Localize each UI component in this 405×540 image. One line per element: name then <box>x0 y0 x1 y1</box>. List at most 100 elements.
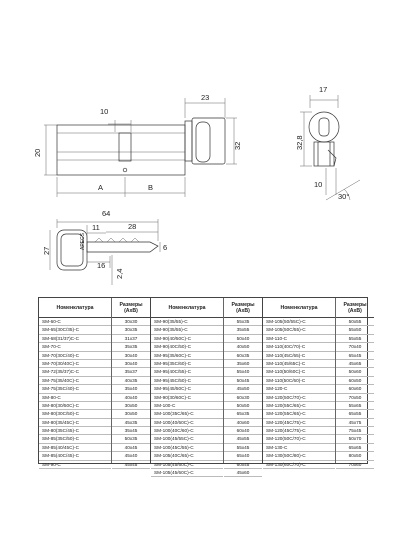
table-cell-name: SM-70(30C/40)-C <box>39 352 111 360</box>
dim-b: B <box>148 183 153 192</box>
table-cell-size: 80x50 <box>336 452 374 461</box>
dim-23: 23 <box>201 93 209 102</box>
table-cell-size: 55x65 <box>336 402 374 411</box>
table-cell-size: 60x45 <box>224 461 262 470</box>
table-cell-name: SM-95(45/50C)-C <box>151 385 223 394</box>
table-cell-size: 30x30 <box>112 318 150 327</box>
table-cell-name: SM-68(31/37)C-C <box>39 335 111 344</box>
dim-17: 17 <box>319 85 327 94</box>
table-cell-size: 35x35 <box>112 343 150 352</box>
table-cell-name: SM-100-C <box>151 402 223 411</box>
table-cell-size: 50x60 <box>336 368 374 377</box>
table-cell-name: SM-100(35C/65)-C <box>151 410 223 419</box>
table-cell-size: 50x70 <box>336 435 374 444</box>
table-cell-size: 70x40 <box>336 343 374 352</box>
size-column-header: Размеры (AxB) <box>336 298 374 318</box>
table-cell-name: SM-105(45/60C)-C <box>151 461 223 470</box>
table-cell-name: SM-120-C <box>263 385 335 394</box>
table-cell-name: SM-130(60C/70)-C <box>263 461 335 470</box>
table-cell-size: 30x35 <box>112 326 150 335</box>
table-cell-size: 60x60 <box>336 385 374 394</box>
table-cell-name: SM-70(30/40C)-C <box>39 360 111 369</box>
table-cell-name: SM-120(45C/75)-C <box>263 427 335 436</box>
table-cell-name: SM-90(40C/50)-C <box>151 343 223 352</box>
table-cell-size: 30x40 <box>112 352 150 360</box>
key-drawing: APECS 64 11 28 27 6 16 2,4 <box>42 209 167 285</box>
table-cell-name: SM-80-C <box>39 394 111 402</box>
table-cell-size: 45x40 <box>112 452 150 461</box>
table-cell-size: 50x55 <box>336 318 374 327</box>
table-cell-size: 35x40 <box>112 385 150 394</box>
table-cell-size: 65x65 <box>336 444 374 453</box>
table-cell-size: 75x45 <box>336 427 374 436</box>
table-cell-name: SM-80(30C/50)-C <box>39 410 111 419</box>
table-cell-size: 70x50 <box>336 394 374 402</box>
table-cell-name: SM-120(50C/70)-C <box>263 435 335 444</box>
table-cell-name: SM-90(35/55)-C <box>151 326 223 335</box>
table-cell-size: 60x50 <box>336 377 374 386</box>
key-brand: APECS <box>80 232 86 250</box>
dim-10-side: 10 <box>314 180 322 189</box>
table-cell-name: SM-110(45/65C)-C <box>263 360 335 369</box>
dim-20: 20 <box>33 149 42 157</box>
table-cell-name: SM-60-C <box>39 318 111 327</box>
dim-27: 27 <box>42 247 51 255</box>
dim-32-8: 32,8 <box>295 135 304 150</box>
table-cell-size: 40x35 <box>112 377 150 386</box>
table-cell-size: 55x35 <box>224 318 262 327</box>
table-cell-size: 60x40 <box>224 427 262 436</box>
dim-11: 11 <box>92 223 100 232</box>
table-cell-size: 45x55 <box>224 435 262 444</box>
table-cell-name: SM-110(50/60C)-C <box>263 368 335 377</box>
table-cell-size: 50x50 <box>224 402 262 411</box>
table-cell-size: 40x60 <box>224 419 262 428</box>
cylinder-side-view: 17 32,8 10 30° <box>295 85 361 201</box>
table-cell-size: 60x30 <box>224 394 262 402</box>
table-cell-size: 30x40 <box>112 360 150 369</box>
table-cell-size: 30x50 <box>112 402 150 411</box>
dim-2-4: 2,4 <box>115 269 124 279</box>
table-cell-name: SM-90-C <box>39 461 111 470</box>
table-cell-size: 35x37 <box>112 368 150 377</box>
dim-a: A <box>98 183 103 192</box>
table-cell-size: 50x40 <box>224 335 262 344</box>
table-cell-size: 40x40 <box>112 394 150 402</box>
size-column-header: Размеры (AxB) <box>112 298 150 318</box>
table-cell-size: 65x35 <box>224 410 262 419</box>
table-cell-name: SM-95(45C/50)-C <box>151 377 223 386</box>
table-cell-size: 35x55 <box>224 326 262 335</box>
table-cell-name: SM-72(35/37)C-C <box>39 368 111 377</box>
table-cell-size: 50x45 <box>224 377 262 386</box>
table-cell-name: SM-95(35/60C)-C <box>151 352 223 360</box>
table-cell-name: SM-105(40C/65)-C <box>151 452 223 461</box>
table-cell-name: SM-75(35C/40)-C <box>39 385 111 394</box>
table-cell-name: SM-80(35C/45)-C <box>39 427 111 436</box>
name-column-header: Номенклатура <box>151 298 223 318</box>
table-cell-name: SM-110(50C/60)-C <box>263 377 335 386</box>
table-cell-size: 65x55 <box>336 410 374 419</box>
table-cell-name: SM-85(40C/45)-C <box>39 452 111 461</box>
table-cell-size: 70x60 <box>336 461 374 470</box>
table-cell-name: SM-80(30/50C)-C <box>39 402 111 411</box>
table-cell-size: 40x45 <box>112 444 150 453</box>
table-cell-size: 60x35 <box>224 352 262 360</box>
name-column-header: Номенклатура <box>39 298 111 318</box>
table-cell-name: SM-100(45C/55)-C <box>151 444 223 453</box>
table-cell-name: SM-80(35/45C)-C <box>39 419 111 428</box>
table-cell-size: 55x45 <box>224 444 262 453</box>
dim-30-degrees: 30° <box>338 192 349 201</box>
table-cell-size: 45x75 <box>336 419 374 428</box>
table-cell-name: SM-120(45C/75)-C <box>263 419 335 428</box>
table-cell-size: 45x60 <box>224 469 262 478</box>
table-cell-name: SM-75(35/40C)-C <box>39 377 111 386</box>
dim-6: 6 <box>163 243 167 252</box>
table-cell-name: SM-130(50C/80)-C <box>263 452 335 461</box>
dim-28: 28 <box>128 222 136 231</box>
